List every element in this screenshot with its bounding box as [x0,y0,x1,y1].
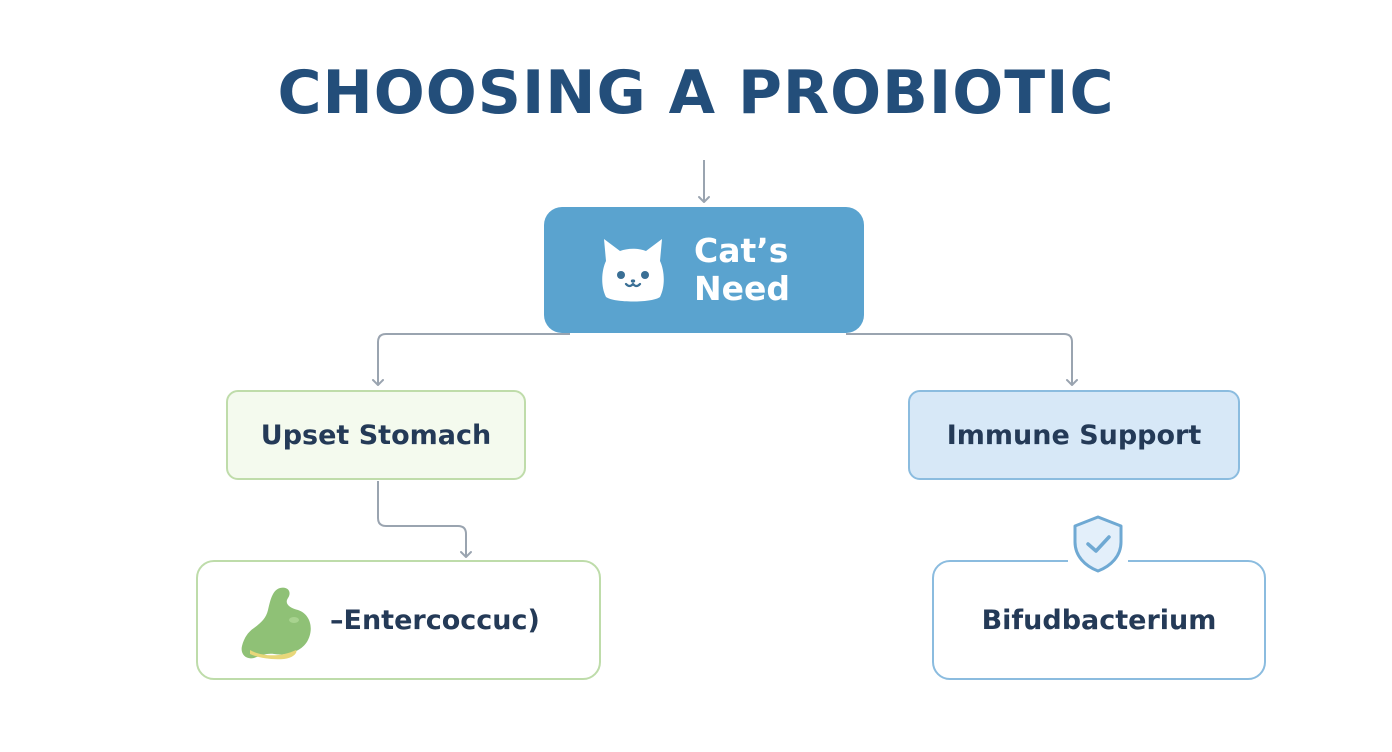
arrow-upset-to-entero [377,481,472,558]
result-enterococcus: –Entercoccuc) [196,560,601,680]
result-bifidobacterium-label: Bifudbacterium [981,604,1217,636]
root-node-cats-need: Cat’s Need [544,207,864,333]
diagram-title: CHOOSING A PROBIOTIC [277,58,1115,128]
result-bifidobacterium: Bifudbacterium [932,560,1266,680]
branch-immune-support-label: Immune Support [946,419,1202,451]
branch-immune-support: Immune Support [908,390,1240,480]
root-label: Cat’s Need [694,231,791,308]
shield-badge [1068,512,1128,576]
arrow-root-to-upset [372,333,570,386]
arrow-root-to-immune [846,333,1078,386]
cat-face-icon [602,239,664,302]
branch-upset-stomach-label: Upset Stomach [260,419,492,451]
result-enterococcus-label: –Entercoccuc) [330,604,540,636]
stomach-icon [241,587,311,660]
branch-upset-stomach: Upset Stomach [226,390,526,480]
shield-check-icon [1073,515,1123,573]
